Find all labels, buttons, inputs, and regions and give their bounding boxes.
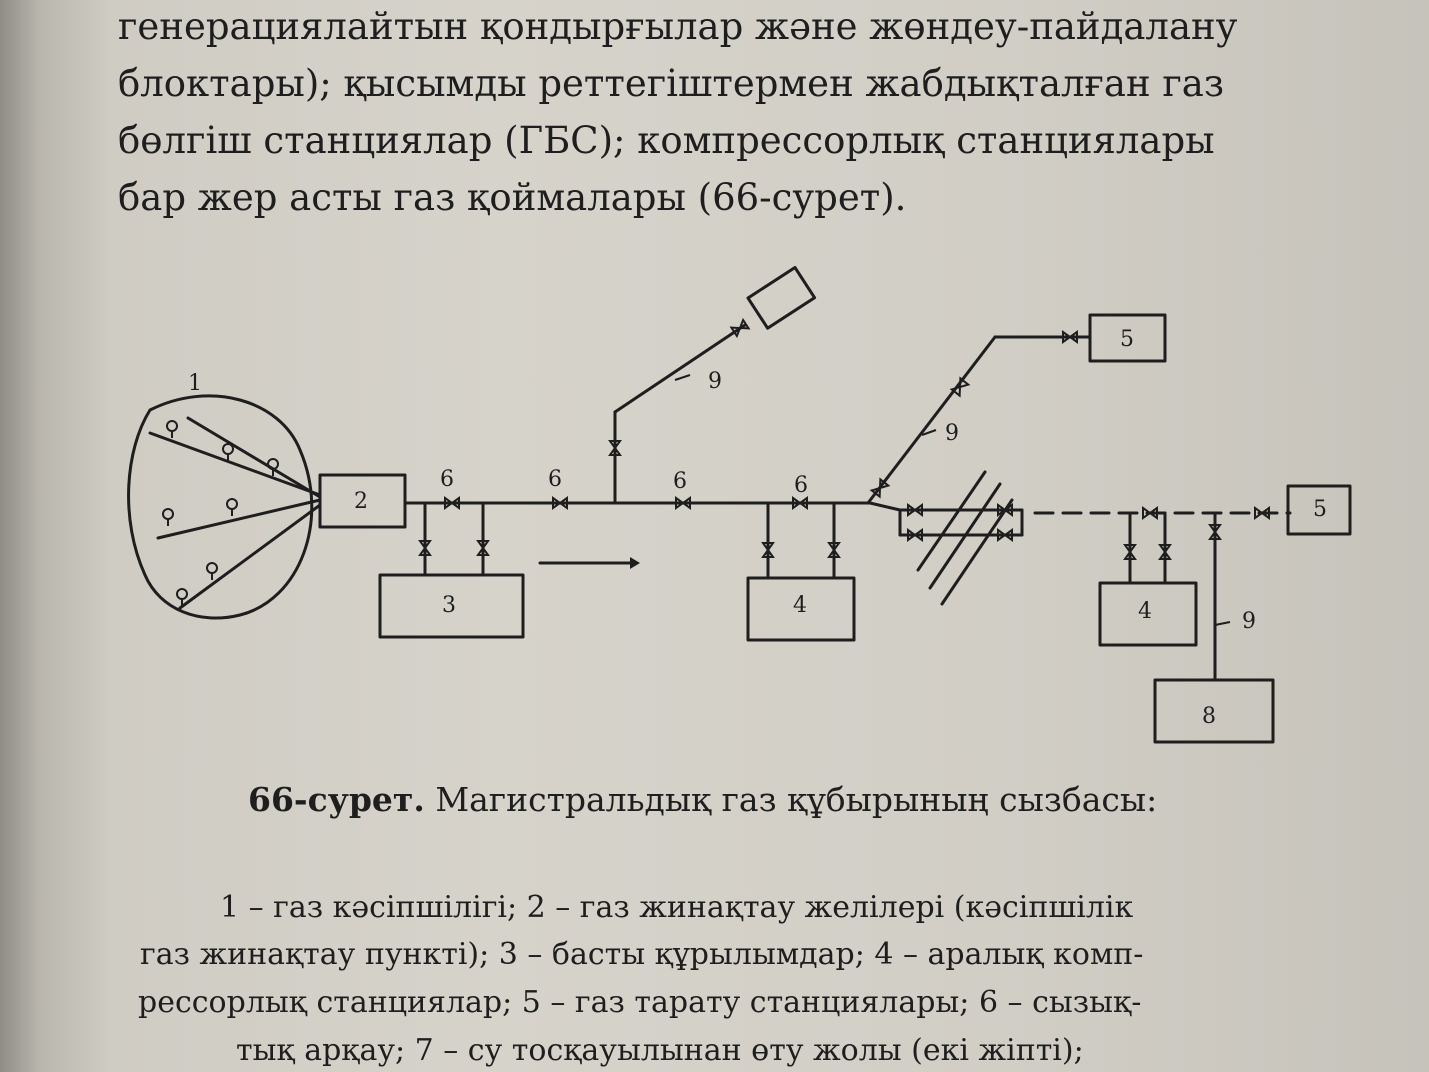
label-valve-d: 6 <box>794 473 808 498</box>
body-text-line-3: бөлгіш станциялар (ГБС); компрессорлық с… <box>118 119 1215 162</box>
valve-icon <box>950 377 970 397</box>
body-text-line-1: генерациялайтын қондырғылар және жөндеу-… <box>118 5 1238 48</box>
label-branch-a: 9 <box>708 369 722 394</box>
well-icon <box>206 562 218 581</box>
label-valve-c: 6 <box>673 469 687 494</box>
distribution-station-box-2 <box>1286 484 1352 536</box>
well-icon <box>222 443 234 462</box>
river-crossing-line <box>916 470 987 572</box>
compressor-station-box-2 <box>1098 581 1198 647</box>
river-crossing-line <box>940 498 1014 606</box>
well-icon <box>162 508 174 527</box>
label-compressor-b: 4 <box>1138 599 1152 624</box>
collection-point-box <box>318 473 407 529</box>
label-head-structures: 3 <box>442 593 456 618</box>
figure-caption: 66-сурет. Магистральдық газ құбырының сы… <box>248 783 1157 816</box>
label-valve-a: 6 <box>440 467 454 492</box>
head-structures-box <box>378 573 525 639</box>
label-branch-b: 9 <box>945 421 959 446</box>
legend-line-3: рессорлық станциялар; 5 – газ тарату ста… <box>138 985 1142 1020</box>
label-collection: 2 <box>354 489 368 514</box>
figure-number: 66-сурет. <box>248 780 425 819</box>
distribution-station-box <box>1088 313 1167 363</box>
compressor-station-box <box>746 576 856 642</box>
label-compressor-a: 4 <box>793 593 807 618</box>
gathering-line <box>178 503 322 610</box>
body-text-line-2: блоктары); қысымды реттегіштермен жабдық… <box>118 62 1225 105</box>
figure-title: Магистральдық газ құбырының сызбасы: <box>435 780 1158 819</box>
label-storage: 8 <box>1202 704 1216 729</box>
label-branch-c: 9 <box>1242 609 1256 634</box>
gas-field-outline <box>127 394 314 620</box>
gathering-line <box>186 416 322 499</box>
main-pipeline <box>868 501 902 512</box>
branch-pipeline <box>866 335 997 505</box>
body-text-line-4: бар жер асты газ қоймалары (66-сурет). <box>118 176 907 219</box>
label-valve-b: 6 <box>548 467 562 492</box>
gathering-line <box>148 431 322 497</box>
well-icon <box>226 498 238 517</box>
river-crossing-line <box>928 482 1002 590</box>
label-distribution-right: 5 <box>1313 497 1327 522</box>
label-gas-field: 1 <box>188 371 202 396</box>
legend-line-1: 1 – газ кәсіпшілігі; 2 – газ жинақтау же… <box>220 890 1134 925</box>
well-icon <box>166 420 178 439</box>
legend-line-4: тық арқау; 7 – су тосқауылынан өту жолы … <box>236 1033 1084 1068</box>
branch-consumer-box <box>746 266 817 330</box>
storage-box <box>1153 678 1275 744</box>
label-distribution-top: 5 <box>1120 327 1134 352</box>
legend-line-2: газ жинақтау пункті); 3 – басты құрылымд… <box>140 937 1144 972</box>
gathering-line <box>156 498 322 540</box>
